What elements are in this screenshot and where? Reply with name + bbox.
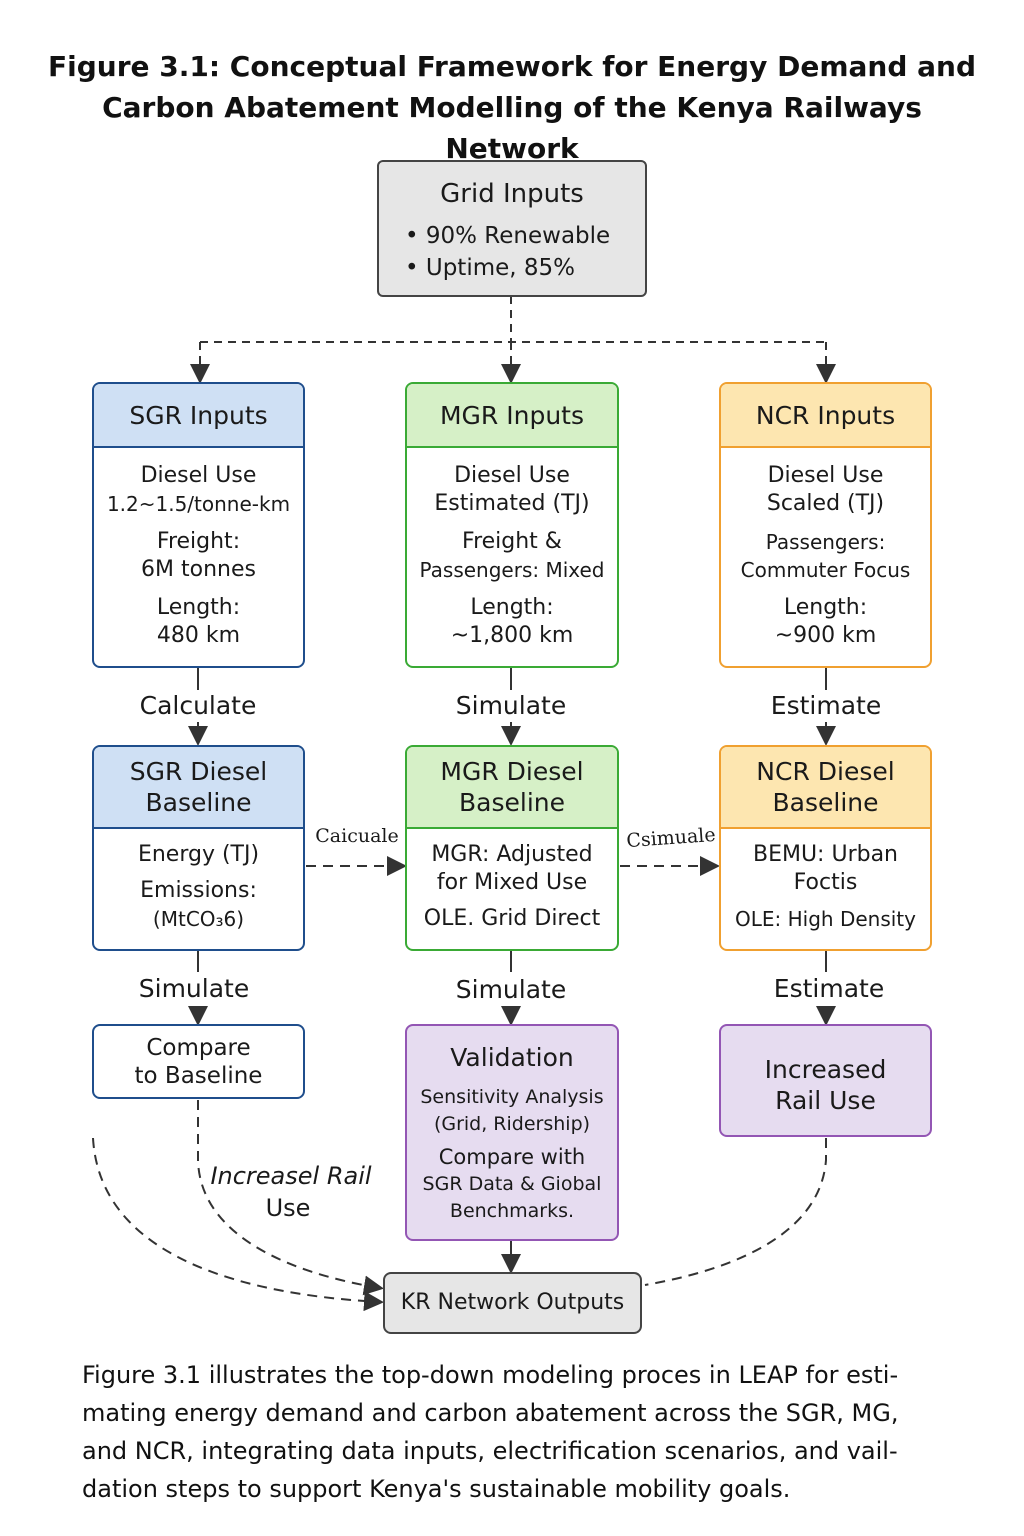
kr-network-outputs-title: KR Network Outputs — [400, 1290, 625, 1315]
compare-line-2: to Baseline — [134, 1063, 263, 1089]
ncr-diesel-use-label: Diesel Use — [767, 463, 884, 488]
sgr-diesel-use-value: 1.2~1.5/tonne-km — [106, 492, 291, 516]
mgr-baseline-title-2: Baseline — [459, 788, 565, 817]
figure-title: Figure 3.1: Conceptual Framework for Ene… — [40, 46, 984, 169]
sgr-energy-line: Energy (TJ) — [137, 842, 260, 867]
dashed-output-curves — [92, 1100, 827, 1312]
ncr-inputs-header: NCR Inputs — [721, 384, 930, 448]
label-simulate-mgr-2: Simulate — [455, 975, 567, 1004]
grid-distribution-arrows — [190, 296, 836, 384]
ncr-baseline-title-2: Baseline — [772, 788, 879, 817]
mgr-ole-line: OLE. Grid Direct — [423, 906, 601, 931]
sgr-baseline-title-1: SGR Diesel — [129, 757, 268, 786]
ncr-passengers-value: Commuter Focus — [740, 558, 911, 582]
mgr-baseline-header: MGR Diesel Baseline — [407, 747, 617, 829]
figure-title-line-1: Figure 3.1: Conceptual Framework for Ene… — [48, 50, 976, 83]
ncr-baseline-header: NCR Diesel Baseline — [721, 747, 930, 829]
sgr-length-label: Length: — [156, 595, 241, 620]
mgr-baseline-box: MGR Diesel Baseline MGR: Adjusted for Mi… — [405, 745, 619, 951]
increased-line-2: Rail Use — [775, 1086, 876, 1115]
mgr-traffic-value: Passengers: Mixed — [419, 558, 605, 582]
sgr-inputs-header: SGR Inputs — [94, 384, 303, 448]
label-simulate-sgr: Simulate — [138, 974, 250, 1003]
label-increased-rail-use-line-1: Increasel Rail — [210, 1162, 372, 1190]
label-estimate-ncr-2: Estimate — [773, 974, 885, 1003]
sgr-diesel-use-label: Diesel Use — [140, 463, 257, 488]
compare-line-1: Compare — [146, 1035, 251, 1061]
sgr-baseline-box: SGR Diesel Baseline Energy (TJ) Emission… — [92, 745, 305, 951]
validation-line-3: Compare with — [438, 1145, 586, 1169]
sgr-inputs-box: SGR Inputs Diesel Use 1.2~1.5/tonne-km F… — [92, 382, 305, 668]
sgr-baseline-title-2: Baseline — [145, 788, 252, 817]
sgr-length-value: 480 km — [156, 623, 241, 648]
mgr-diesel-use-label: Diesel Use — [454, 463, 570, 488]
grid-item-renewable: • 90% Renewable — [405, 223, 611, 249]
ncr-ole-line: OLE: High Density — [735, 907, 916, 931]
label-caicuale: Caicuale — [315, 825, 399, 847]
validation-box: Validation Sensitivity Analysis (Grid, R… — [405, 1024, 619, 1241]
label-calculate: Calculate — [139, 691, 257, 720]
mgr-length-value: ~1,800 km — [450, 623, 574, 648]
caption-line-2: mating energy demand and carbon abatemen… — [82, 1399, 899, 1427]
sgr-emissions-label: Emissions: — [140, 878, 257, 903]
grid-inputs-title: Grid Inputs — [440, 179, 584, 209]
mgr-inputs-title: MGR Inputs — [439, 400, 585, 430]
grid-inputs-box: Grid Inputs • 90% Renewable • Uptime, 85… — [377, 160, 647, 297]
mgr-inputs-box: MGR Inputs Diesel Use Estimated (TJ) Fre… — [405, 382, 619, 668]
ncr-diesel-use-value: Scaled (TJ) — [766, 491, 885, 516]
mgr-length-label: Length: — [470, 595, 554, 620]
ncr-bemu-line-2: Foctis — [793, 870, 858, 895]
ncr-passengers-label: Passengers: — [765, 530, 886, 554]
label-increased-rail-use-line-2: Use — [265, 1194, 311, 1222]
increased-line-1: Increased — [764, 1055, 887, 1084]
sgr-inputs-title: SGR Inputs — [129, 400, 268, 430]
sgr-freight-label: Freight: — [156, 529, 241, 554]
validation-line-5: Benchmarks. — [449, 1200, 575, 1222]
grid-item-uptime: • Uptime, 85% — [405, 255, 576, 281]
label-increased-rail-use: Increasel Rail Use — [206, 1160, 376, 1224]
sgr-emissions-unit: (MtCO₃6) — [152, 907, 245, 931]
mgr-diesel-use-value: Estimated (TJ) — [434, 491, 590, 516]
kr-network-outputs-box: KR Network Outputs — [383, 1272, 642, 1334]
mgr-adjusted-line-1: MGR: Adjusted — [431, 842, 593, 867]
ncr-length-value: ~900 km — [774, 623, 877, 648]
label-simulate-mgr: Simulate — [455, 691, 567, 720]
mgr-adjusted-line-2: for Mixed Use — [436, 870, 588, 895]
validation-line-4: SGR Data & Giobal — [422, 1173, 602, 1195]
validation-line-2: (Grid, Ridership) — [433, 1113, 591, 1135]
ncr-bemu-line-1: BEMU: Urban — [752, 842, 899, 867]
mgr-baseline-title-1: MGR Diesel — [440, 757, 584, 786]
ncr-inputs-title: NCR Inputs — [755, 400, 896, 430]
compare-to-baseline-box: Compare to Baseline — [92, 1024, 305, 1099]
figure-caption: Figure 3.1 illustrates the top-down mode… — [82, 1356, 952, 1508]
caption-line-1: Figure 3.1 illustrates the top-down mode… — [82, 1361, 899, 1389]
mgr-inputs-header: MGR Inputs — [407, 384, 617, 448]
label-estimate-ncr: Estimate — [770, 691, 882, 720]
increased-rail-use-box: Increased Rail Use — [719, 1024, 932, 1137]
ncr-baseline-title-1: NCR Diesel — [756, 757, 895, 786]
solid-flow-arrows — [188, 668, 836, 1274]
caption-line-4: dation steps to support Kenya's sustaina… — [82, 1475, 791, 1503]
figure-title-line-2: Carbon Abatement Modelling of the Kenya … — [102, 91, 922, 165]
mgr-traffic-label: Freight & — [462, 529, 562, 554]
validation-title: Validation — [450, 1043, 574, 1072]
ncr-baseline-box: NCR Diesel Baseline BEMU: Urban Foctis O… — [719, 745, 932, 951]
sgr-baseline-header: SGR Diesel Baseline — [94, 747, 303, 829]
validation-line-1: Sensitivity Analysis — [420, 1086, 604, 1108]
sgr-freight-value: 6M tonnes — [141, 557, 256, 582]
caption-line-3: and NCR, integrating data inputs, electr… — [82, 1437, 898, 1465]
ncr-inputs-box: NCR Inputs Diesel Use Scaled (TJ) Passen… — [719, 382, 932, 668]
ncr-length-label: Length: — [783, 595, 868, 620]
